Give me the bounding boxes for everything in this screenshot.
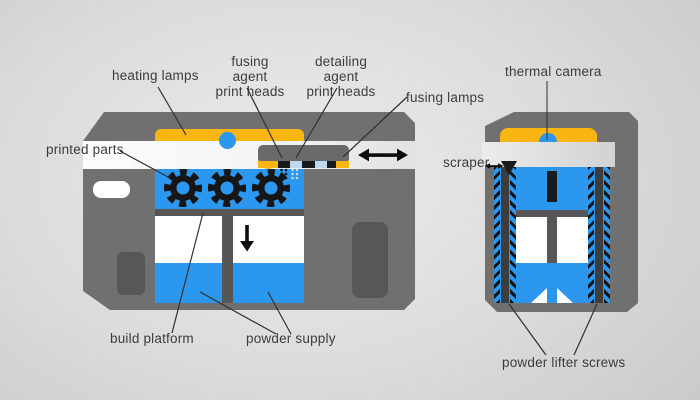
label-heating-lamps: heating lamps bbox=[112, 68, 199, 83]
printed-part-gear-3 bbox=[252, 169, 290, 207]
print-head-3 bbox=[327, 161, 336, 168]
label-line: print heads bbox=[215, 84, 285, 99]
right-lift-gap bbox=[557, 217, 588, 263]
label-powder-supply: powder supply bbox=[246, 331, 336, 346]
label-fusing-agent-print-heads: fusing agent print heads bbox=[213, 54, 287, 99]
label-thermal-camera: thermal camera bbox=[505, 64, 602, 79]
label-scraper: scraper bbox=[443, 155, 490, 170]
carriage-strip bbox=[258, 161, 349, 168]
powder-lifter-screw-left bbox=[494, 166, 516, 303]
fusing-lamp-left bbox=[258, 161, 278, 168]
left-lift-gap bbox=[516, 217, 547, 263]
detailing-agent-print-head-2 bbox=[315, 161, 327, 168]
funnel-left bbox=[531, 288, 547, 303]
fusing-agent-print-head bbox=[278, 161, 290, 168]
label-printed-parts: printed parts bbox=[46, 142, 124, 157]
screw-thread-icon bbox=[588, 166, 594, 303]
screw-thread-icon bbox=[510, 166, 516, 303]
detailing-agent-print-head bbox=[290, 161, 302, 168]
build-chamber-gap bbox=[155, 216, 222, 263]
thermal-camera-lens-left bbox=[219, 132, 236, 149]
funnel-right bbox=[557, 288, 573, 303]
powder-reservoir bbox=[516, 263, 588, 303]
supply-chamber-powder bbox=[233, 263, 304, 303]
print-head-2 bbox=[302, 161, 315, 168]
label-powder-lifter-screws: powder lifter screws bbox=[502, 355, 626, 370]
label-detailing-agent-print-heads: detailing agent print heads bbox=[296, 54, 386, 99]
screw-shaft bbox=[595, 166, 603, 303]
scraper-blade bbox=[501, 161, 517, 175]
print-chamber-band bbox=[83, 141, 415, 169]
label-fusing-lamps: fusing lamps bbox=[406, 90, 485, 105]
build-chamber-powder bbox=[155, 263, 222, 303]
label-line: detailing agent bbox=[314, 54, 368, 84]
carriage-housing bbox=[258, 145, 349, 161]
label-line: print heads bbox=[306, 84, 376, 99]
supply-chamber-gap bbox=[233, 216, 304, 263]
printed-part-gear-1 bbox=[164, 169, 202, 207]
screw-thread-icon bbox=[494, 166, 500, 303]
chamber-divider bbox=[222, 209, 233, 303]
printed-part-gear-2 bbox=[208, 169, 246, 207]
label-build-platform: build platform bbox=[110, 331, 194, 346]
screw-thread-icon bbox=[604, 166, 610, 303]
front-panel-badge bbox=[93, 181, 130, 198]
label-line: fusing agent bbox=[231, 54, 269, 84]
screw-shaft bbox=[501, 166, 509, 303]
center-divider bbox=[547, 210, 557, 303]
right-vent-panel bbox=[352, 222, 388, 298]
powder-slot bbox=[547, 171, 557, 202]
fusing-lamp-right bbox=[336, 161, 349, 168]
powder-lifter-screw-right bbox=[588, 166, 610, 303]
left-vent-panel bbox=[117, 252, 145, 295]
